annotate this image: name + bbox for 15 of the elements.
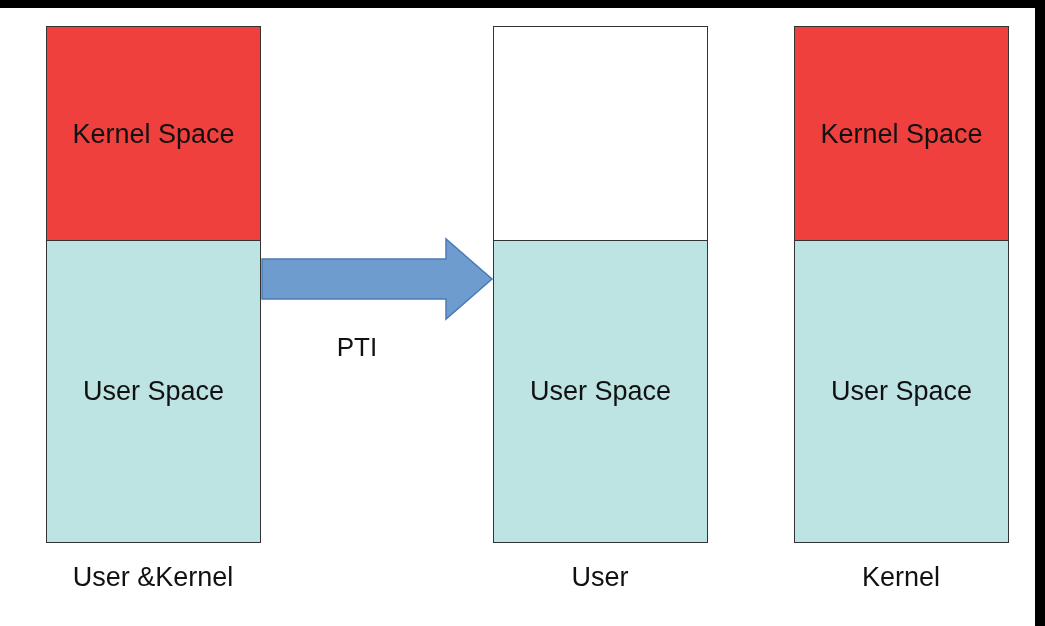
kernel-space-block: [794, 26, 1009, 242]
column-caption: User &Kernel: [72, 562, 234, 593]
column-caption: User: [571, 562, 629, 593]
block-arrow: [261, 237, 494, 321]
block-label: Kernel Space: [820, 118, 983, 150]
user-space-block: [794, 240, 1009, 543]
block-label: Kernel Space: [72, 118, 235, 150]
edge-label: PTI: [336, 332, 378, 363]
kernel-space-block: [46, 26, 261, 242]
column-caption: Kernel: [862, 562, 940, 593]
user-space-block: [493, 240, 708, 543]
user-space-block: [46, 240, 261, 543]
block-label: User Space: [82, 376, 225, 407]
block-label: User Space: [830, 376, 973, 407]
block-label: User Space: [529, 376, 672, 407]
